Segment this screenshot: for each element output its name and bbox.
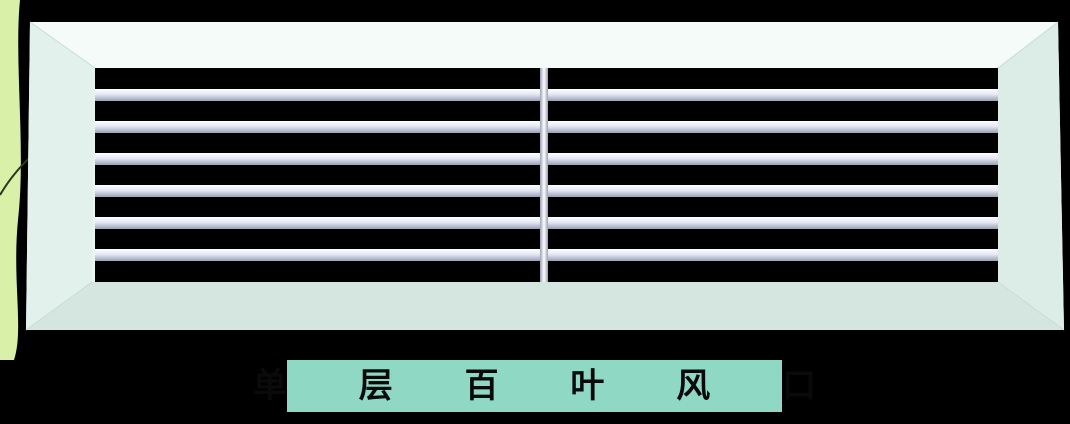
center-mullion [540,68,548,282]
caption-label: 单 层 百 叶 风 口 [253,360,816,412]
caption-text: 单 层 百 叶 风 口 [252,366,847,406]
